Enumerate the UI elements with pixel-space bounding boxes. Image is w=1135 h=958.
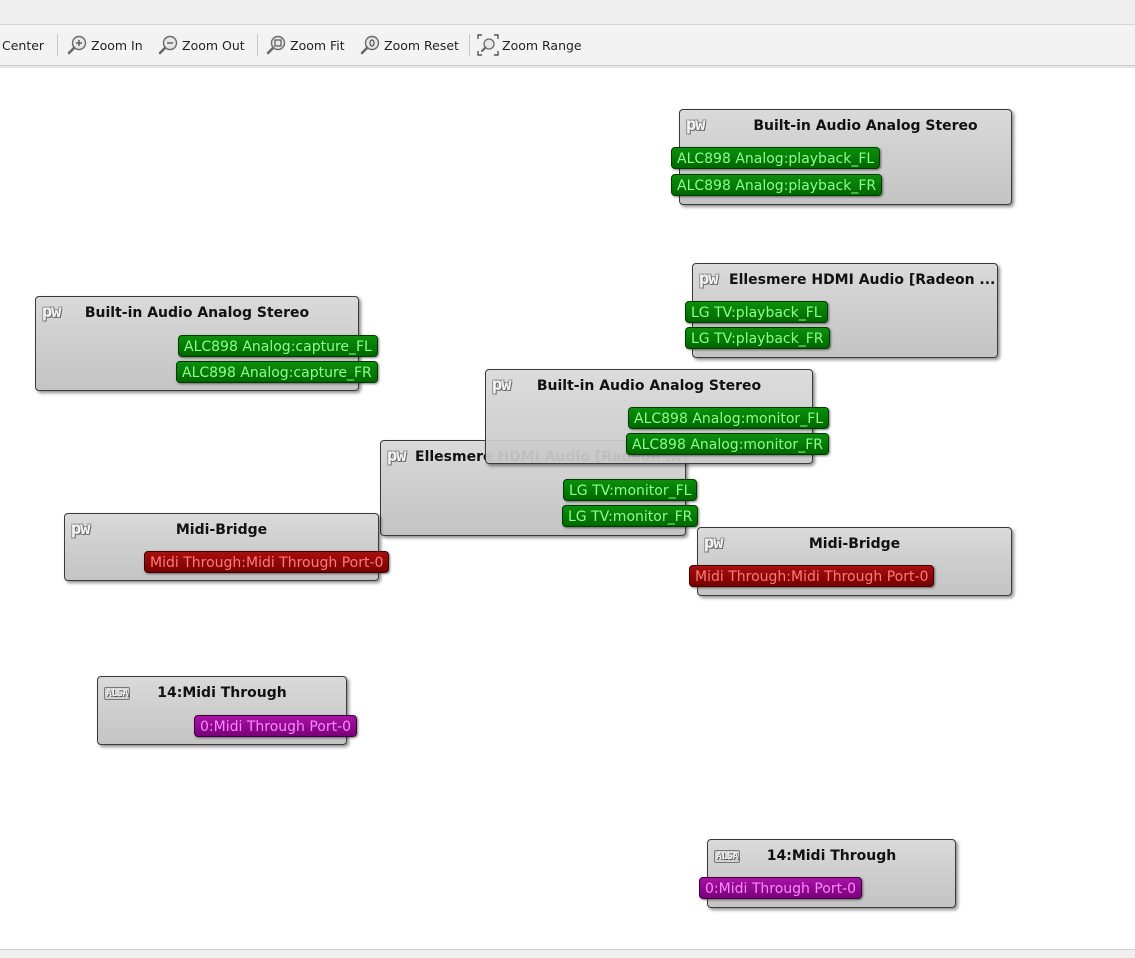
port-alsa-midi-through-in[interactable]: 0:Midi Through Port-0 <box>699 877 863 899</box>
node-title: 14:Midi Through <box>157 685 287 701</box>
zoom-in-icon <box>67 35 87 55</box>
patchbay-canvas[interactable]: pw Built-in Audio Analog Stereo ALC898 A… <box>0 69 1135 949</box>
canvas-toolbar: Center Zoom In Zoom Out Zoom Fit <box>0 25 1135 66</box>
zoom-reset-label: Zoom Reset <box>384 37 459 53</box>
port-lgtv-playback-fl[interactable]: LG TV:playback_FL <box>685 301 828 323</box>
pipewire-logo-icon: pw <box>686 115 706 135</box>
zoom-range-button[interactable]: Zoom Range <box>477 32 582 58</box>
zoom-fit-button[interactable]: Zoom Fit <box>265 32 345 58</box>
node-title: Ellesmere HDMI Audio [Radeon ... <box>729 272 996 288</box>
port-alsa-midi-through-out[interactable]: 0:Midi Through Port-0 <box>194 715 358 737</box>
pipewire-logo-icon: pw <box>492 375 512 395</box>
pipewire-logo-icon: pw <box>699 269 719 289</box>
node-title: Built-in Audio Analog Stereo <box>84 305 310 321</box>
zoom-fit-icon <box>266 35 286 55</box>
port-monitor-fr[interactable]: ALC898 Analog:monitor_FR <box>626 433 829 455</box>
zoom-out-icon <box>158 35 178 55</box>
port-midi-through-in[interactable]: Midi Through:Midi Through Port-0 <box>689 565 935 587</box>
port-playback-fr[interactable]: ALC898 Analog:playback_FR <box>671 174 883 196</box>
center-label: Center <box>2 37 45 53</box>
zoom-range-label: Zoom Range <box>502 37 582 53</box>
alsa-logo-icon: ALSA <box>714 850 741 863</box>
zoom-fit-label: Zoom Fit <box>290 37 345 53</box>
zoom-out-label: Zoom Out <box>182 37 245 53</box>
node-title: Built-in Audio Analog Stereo <box>753 118 978 134</box>
zoom-in-label: Zoom In <box>91 37 143 53</box>
pipewire-logo-icon: pw <box>704 533 724 553</box>
center-button[interactable]: Center <box>2 32 44 58</box>
node-title: Built-in Audio Analog Stereo <box>536 378 762 394</box>
zoom-in-button[interactable]: Zoom In <box>66 32 143 58</box>
port-lgtv-monitor-fr[interactable]: LG TV:monitor_FR <box>562 505 699 527</box>
node-title: 14:Midi Through <box>766 848 897 864</box>
zoom-reset-button[interactable]: Zoom Reset <box>359 32 459 58</box>
toolbar-separator <box>57 34 58 56</box>
alsa-logo-icon: ALSA <box>104 687 131 700</box>
window-top-strip <box>0 0 1135 25</box>
port-lgtv-monitor-fl[interactable]: LG TV:monitor_FL <box>563 479 698 501</box>
zoom-reset-icon <box>360 35 380 55</box>
port-capture-fl[interactable]: ALC898 Analog:capture_FL <box>178 335 378 357</box>
node-title: Midi-Bridge <box>175 522 268 538</box>
toolbar-separator <box>469 34 470 56</box>
port-midi-through-out[interactable]: Midi Through:Midi Through Port-0 <box>144 551 390 573</box>
pipewire-logo-icon: pw <box>71 519 91 539</box>
port-monitor-fl[interactable]: ALC898 Analog:monitor_FL <box>628 407 830 429</box>
port-playback-fl[interactable]: ALC898 Analog:playback_FL <box>671 147 881 169</box>
port-capture-fr[interactable]: ALC898 Analog:capture_FR <box>176 361 378 383</box>
zoom-range-icon <box>477 34 499 56</box>
pipewire-logo-icon: pw <box>42 302 62 322</box>
zoom-out-button[interactable]: Zoom Out <box>157 32 245 58</box>
toolbar-separator <box>257 34 258 56</box>
canvas-bottom-scrollbar[interactable] <box>0 949 1135 958</box>
port-lgtv-playback-fr[interactable]: LG TV:playback_FR <box>685 327 830 349</box>
node-title: Midi-Bridge <box>808 536 901 552</box>
pipewire-logo-icon: pw <box>387 446 407 466</box>
